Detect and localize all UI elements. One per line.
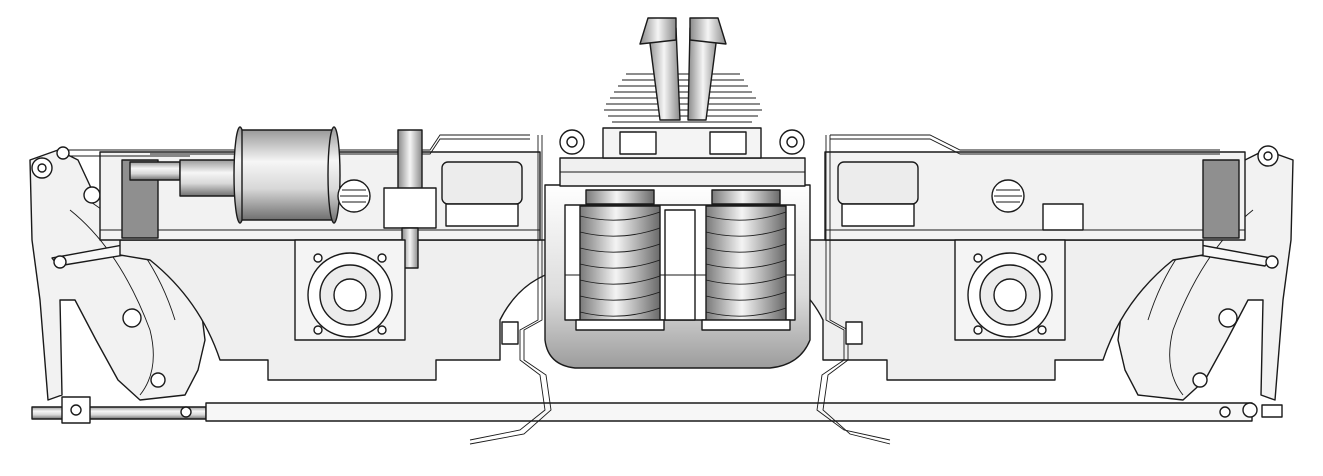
junction-box-left [442,162,522,226]
junction-box-right [838,162,918,226]
name-plate [1043,204,1083,230]
coil-spring-left [576,190,664,330]
coil-spring-right [702,190,790,330]
axle-box-right [955,240,1065,340]
brake-cylinder [57,127,340,223]
vertical-damper [384,130,436,268]
spring-cap-plate [560,130,805,186]
brake-rod [32,397,1282,423]
right-vent [992,180,1024,212]
axle-box-left [295,240,405,340]
cylinder-fins [603,18,762,158]
left-vent [338,180,370,212]
air-pipes [470,135,890,444]
